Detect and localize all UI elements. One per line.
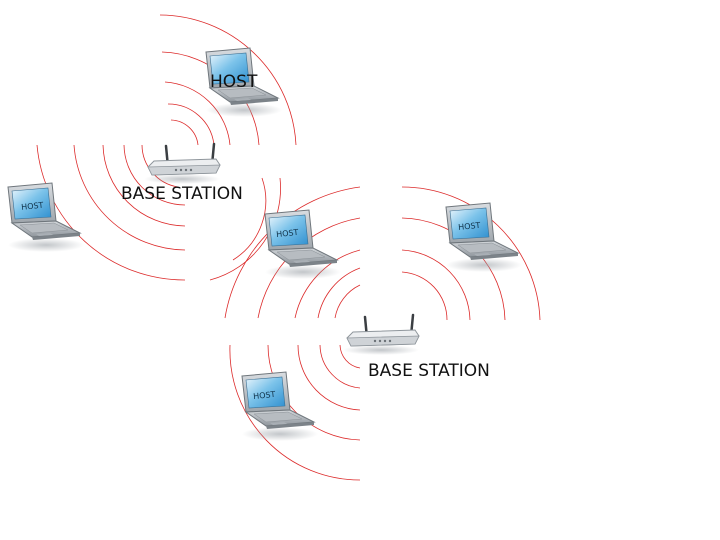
wave-arcs-base-station-1 [36, 14, 297, 281]
host-laptop-right: HOST [445, 202, 523, 273]
laptop-screen-label: HOST [21, 201, 44, 212]
host-laptop-center: HOST [264, 209, 342, 280]
host-label: HOST [210, 72, 258, 92]
laptop-screen-label: HOST [276, 228, 299, 239]
laptop-screen-label: HOST [458, 221, 481, 232]
base-station-1-router [142, 142, 222, 186]
host-laptop-bottom: HOST [241, 371, 319, 442]
base-station-2-router [341, 313, 421, 357]
laptop-screen-label: HOST [253, 390, 276, 401]
host-laptop-left: HOST [7, 182, 85, 253]
base-station-label-2: BASE STATION [368, 361, 490, 381]
base-station-label-1: BASE STATION [121, 184, 243, 204]
